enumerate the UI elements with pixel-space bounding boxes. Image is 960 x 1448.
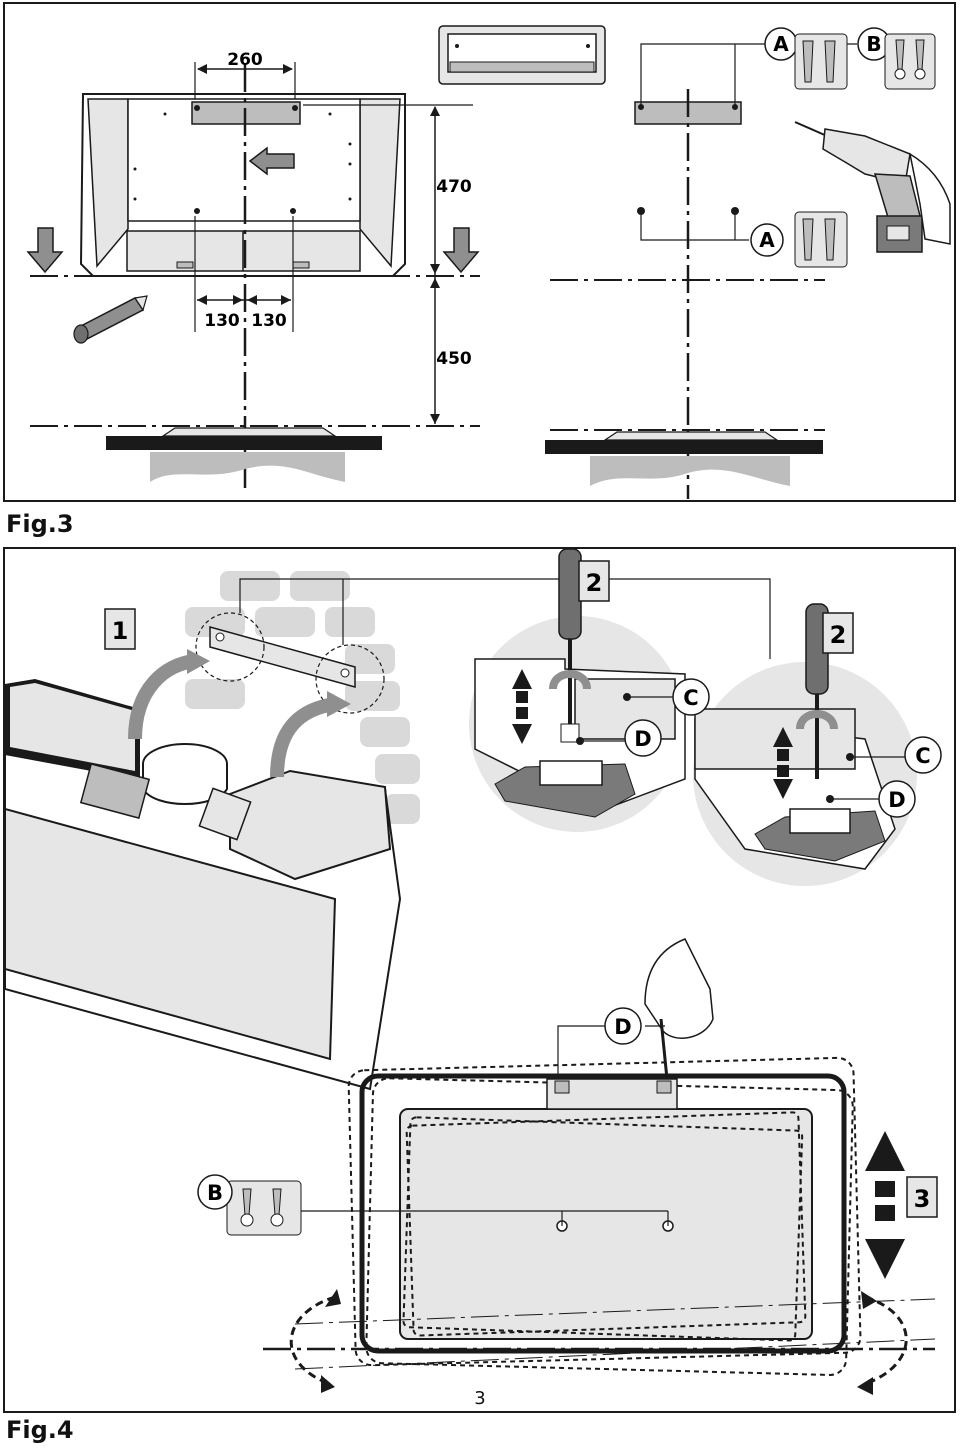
wall-plugs-icon	[794, 211, 848, 268]
figure-3-drawing: 260 130 130 470 450 A B A	[26, 25, 951, 499]
hand-icon	[644, 938, 714, 1080]
dimension-130-right: 130	[251, 311, 287, 331]
step-2-box	[822, 612, 854, 654]
hood-right-side	[359, 98, 401, 268]
figure-3-panel: 260 130 130 470 450 A B A	[3, 2, 956, 502]
label-d: D	[634, 727, 651, 751]
arrow-up-icon	[865, 1131, 905, 1171]
arrow-lift-icon	[270, 697, 337, 778]
label-d-circle	[624, 719, 662, 757]
label-d: D	[888, 788, 905, 812]
step-3-box	[906, 1176, 938, 1218]
dimension-260: 260	[227, 50, 263, 70]
figure-4-drawing: 1 2 2 3 C D C D D B	[4, 548, 942, 1395]
screwdriver-icon	[558, 548, 582, 640]
label-a: A	[773, 32, 789, 56]
label-d-circle	[604, 1007, 642, 1045]
label-b-circle	[197, 1174, 233, 1210]
page-number: 3	[474, 1388, 486, 1409]
pencil-icon	[73, 295, 148, 344]
label-a-circle	[750, 223, 784, 257]
step-2-label: 2	[586, 569, 603, 597]
arrow-down-icon	[442, 227, 480, 274]
dimension-470: 470	[436, 177, 472, 197]
label-b: B	[866, 32, 881, 56]
step-2-box	[578, 560, 610, 602]
label-c-circle	[672, 678, 710, 716]
arrow-left-icon	[248, 146, 295, 176]
step-1-box	[104, 608, 136, 650]
brick-wall	[185, 571, 420, 824]
hood-left-side	[87, 98, 129, 268]
screws-icon	[884, 33, 936, 90]
step-2-label: 2	[830, 621, 847, 649]
hood-front-outline	[359, 1073, 847, 1354]
screws-icon	[226, 1180, 302, 1236]
arrow-lift-icon	[128, 654, 197, 740]
dimension-130-left: 130	[204, 311, 240, 331]
figure-3-caption: Fig.3	[6, 510, 74, 538]
motor-unit	[79, 762, 151, 820]
step-3-label: 3	[914, 1185, 931, 1213]
label-b: B	[207, 1181, 223, 1205]
figure-4-panel: 1 2 2 3 C D C D D B	[3, 547, 956, 1413]
label-c-circle	[904, 736, 942, 774]
dimension-450: 450	[436, 349, 472, 369]
arrow-down-icon	[26, 227, 64, 274]
drill-icon	[794, 121, 951, 253]
rotate-arrow-icon	[289, 1295, 336, 1386]
label-c: C	[915, 744, 930, 768]
step-1-label: 1	[112, 617, 129, 645]
label-d-circle	[878, 780, 916, 818]
wall-plugs-icon	[794, 33, 848, 90]
hood-front-glass	[399, 1108, 813, 1340]
rotate-arrow-icon	[864, 1295, 908, 1386]
label-c: C	[683, 686, 698, 710]
figure-4-caption: Fig.4	[6, 1416, 74, 1444]
wall-bracket	[209, 626, 356, 688]
label-a: A	[759, 228, 775, 252]
arrow-down-icon	[865, 1239, 905, 1279]
label-d: D	[614, 1015, 631, 1039]
hood-right-chimney	[229, 769, 392, 881]
hood-glass-panel	[4, 807, 337, 1061]
